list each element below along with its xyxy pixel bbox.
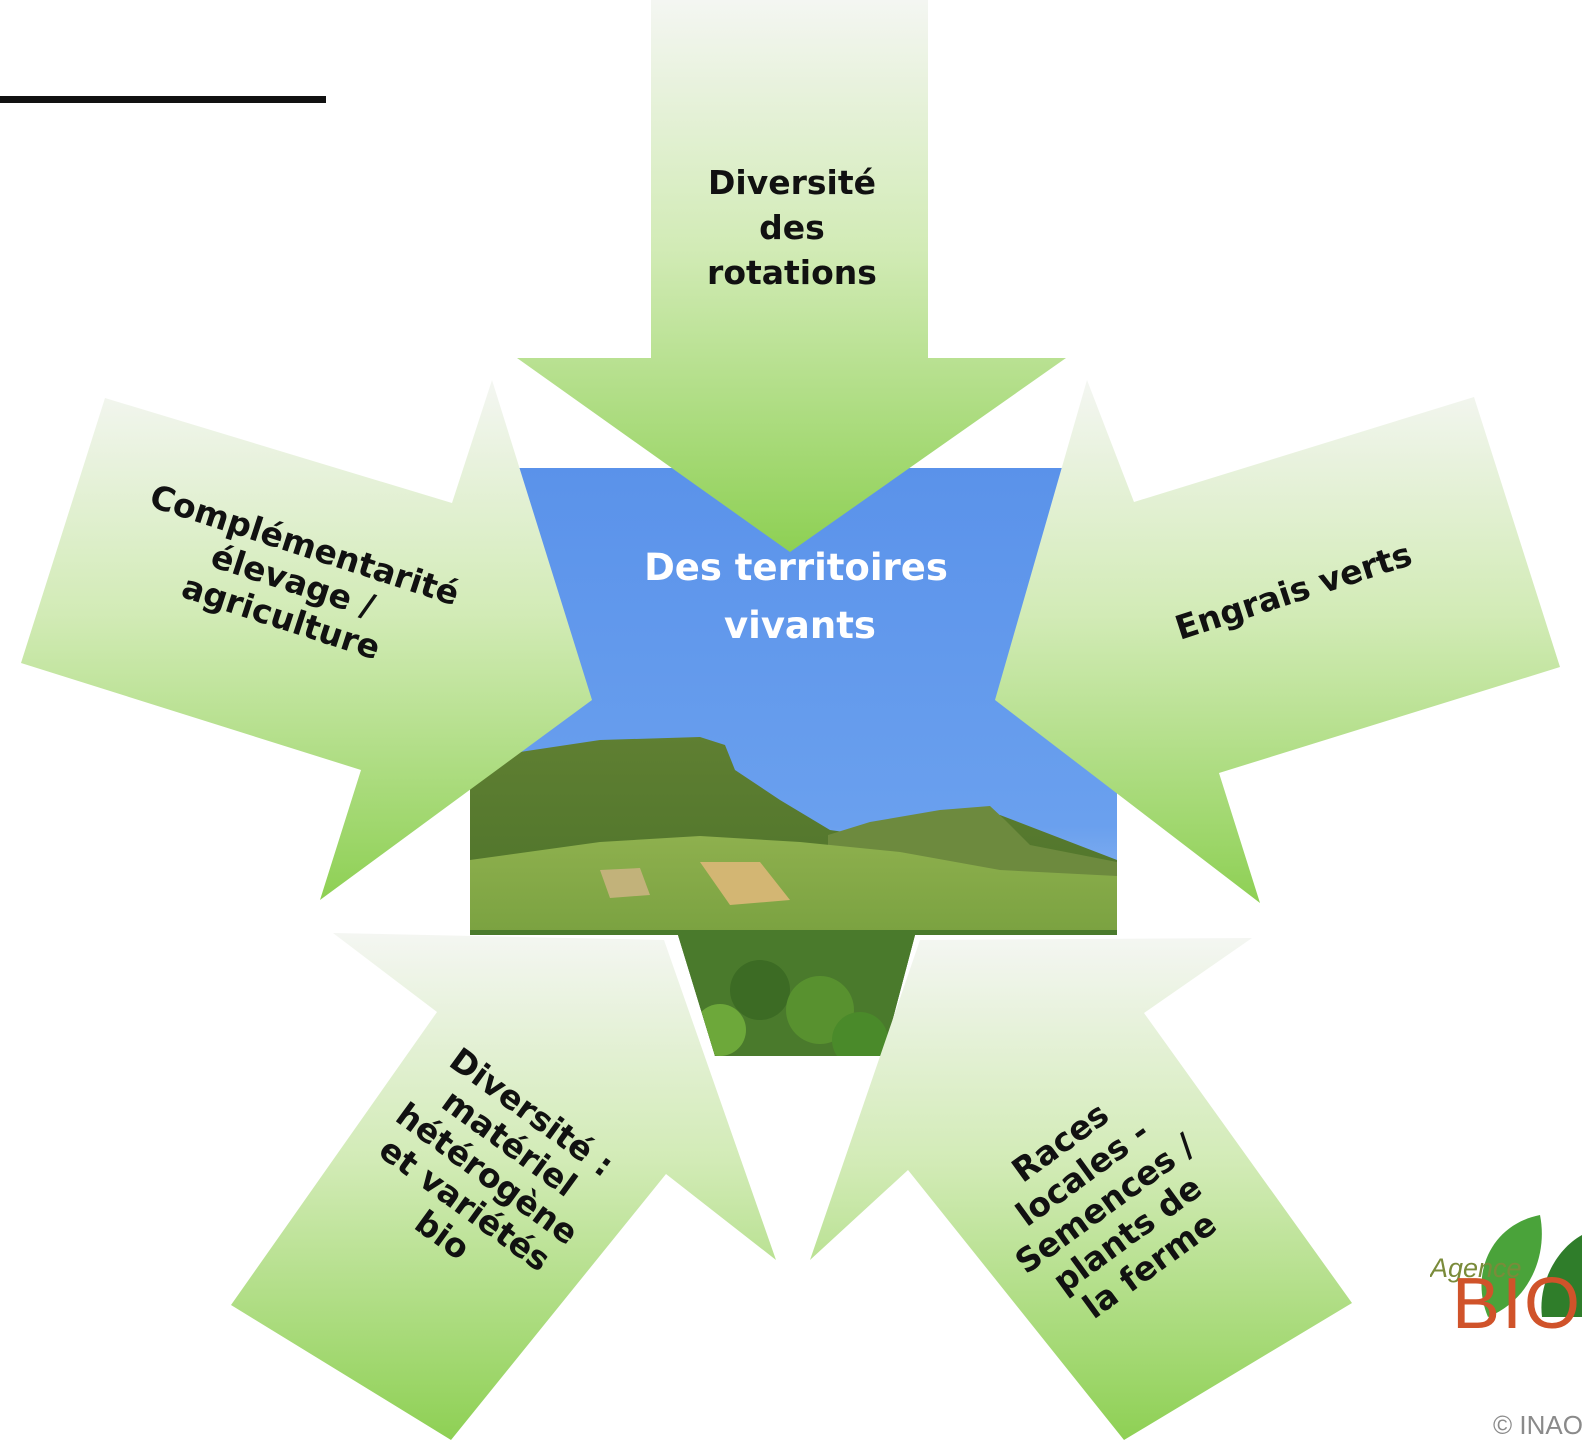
center-title-line-1: Des territoires [644, 546, 948, 589]
center-title-line-2: vivants [724, 604, 876, 647]
label-rotations-line: rotations [707, 253, 877, 292]
leaf-icon [1481, 1215, 1582, 1317]
arrow-materiel [231, 933, 776, 1440]
logo-big: BIO [1452, 1264, 1582, 1344]
label-rotations: Diversité des rotations [707, 163, 877, 292]
copyright-text: © INAO [1493, 1410, 1582, 1440]
label-rotations-line: Diversité [708, 163, 876, 202]
arrow-complementarite [21, 380, 592, 900]
arrow-races [810, 938, 1352, 1440]
arrow-engrais [995, 380, 1560, 903]
title-underline [0, 96, 326, 103]
center-title: Des territoires vivants [644, 546, 948, 647]
label-races: Races locales - Semences / plants de la … [1004, 1094, 1223, 1326]
arrow-rotations [517, 0, 1066, 552]
agence-bio-logo: Agence BIO [1430, 1205, 1582, 1440]
label-rotations-line: des [759, 208, 825, 247]
logo-word: Agence [1430, 1253, 1522, 1283]
